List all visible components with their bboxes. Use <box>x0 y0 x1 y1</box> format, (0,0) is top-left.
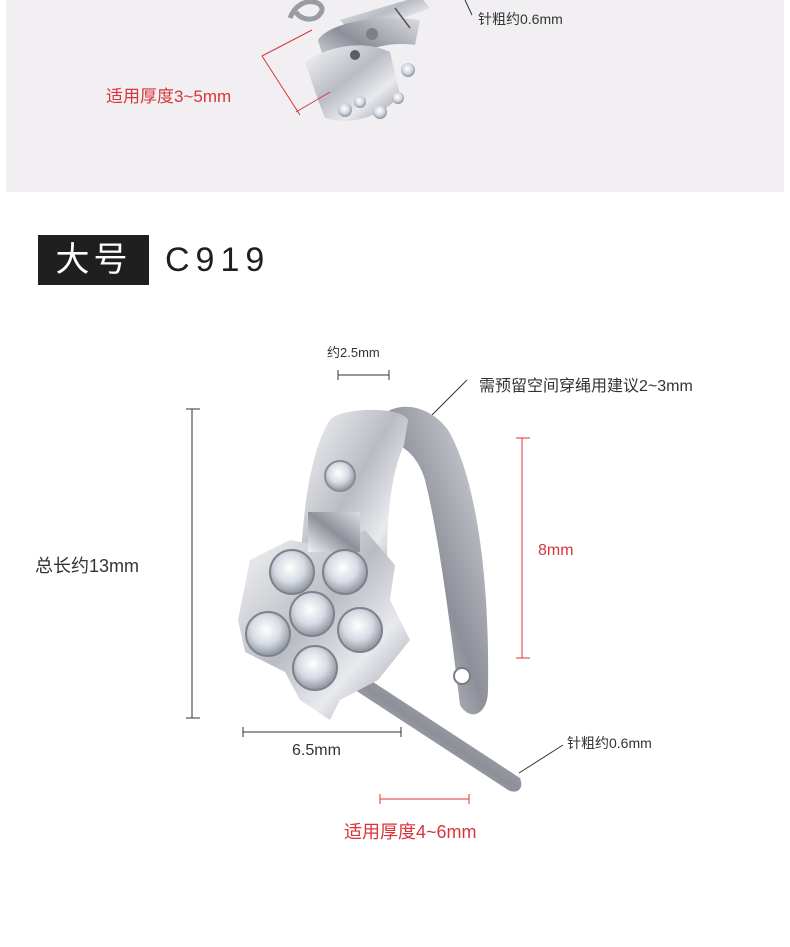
size-badge: 大号 <box>38 235 149 285</box>
width-label: 6.5mm <box>292 742 341 759</box>
top-pin-gauge-label: 针粗约0.6mm <box>478 11 563 27</box>
thickness-label: 适用厚度4~6mm <box>344 822 477 842</box>
pin-gauge-label: 针粗约0.6mm <box>567 735 652 751</box>
top-thickness-label: 适用厚度3~5mm <box>106 87 232 106</box>
rope-space-label: 需预留空间穿绳用建议2~3mm <box>479 378 693 395</box>
earring-clip-image <box>238 406 522 792</box>
total-length-label: 总长约13mm <box>35 556 140 576</box>
top-width-label: 约2.5mm <box>327 345 380 360</box>
inner-height-label: 8mm <box>538 542 574 559</box>
top-earring-image <box>287 0 430 121</box>
model-code: C919 <box>165 241 271 279</box>
